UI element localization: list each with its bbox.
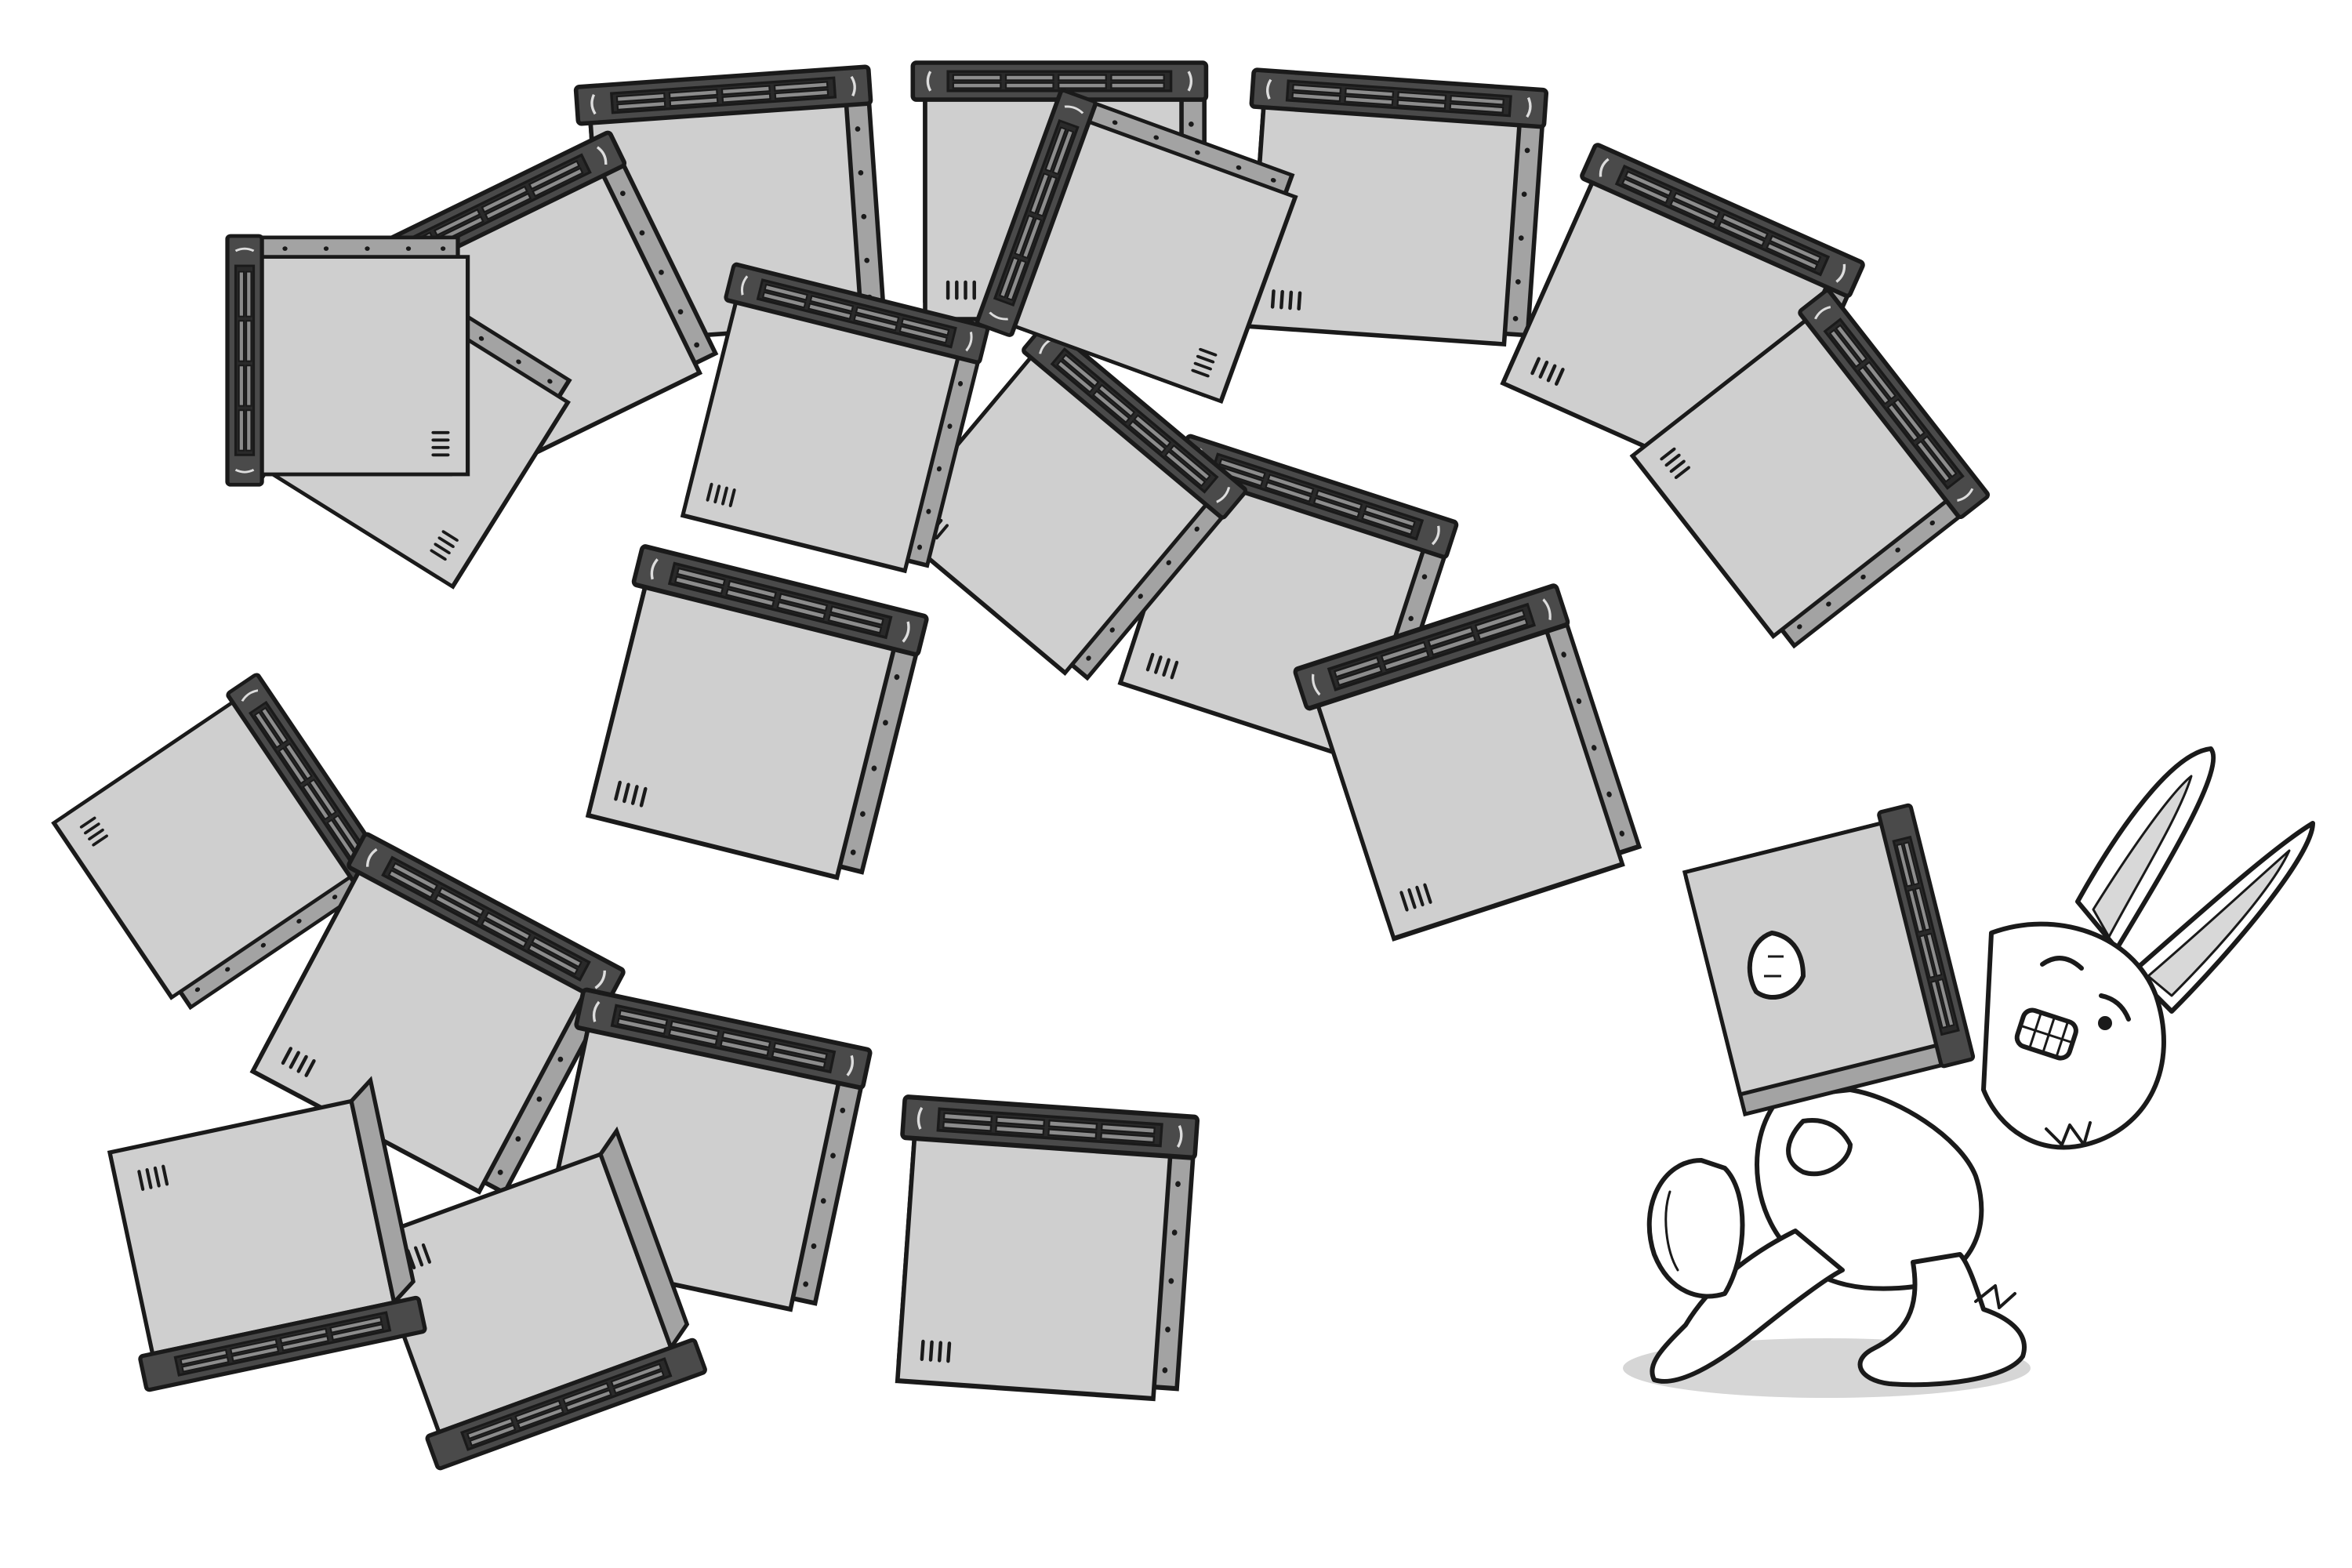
bunny-arms bbox=[1747, 931, 1853, 1177]
server-blade-icon bbox=[885, 1097, 1197, 1400]
server-blade-icon bbox=[576, 546, 927, 883]
server-blade-icon bbox=[93, 1080, 425, 1390]
carried-server-blade bbox=[1682, 803, 1976, 1117]
server-blade-icon bbox=[227, 236, 468, 485]
bunny-carrying-server bbox=[1623, 746, 2315, 1398]
